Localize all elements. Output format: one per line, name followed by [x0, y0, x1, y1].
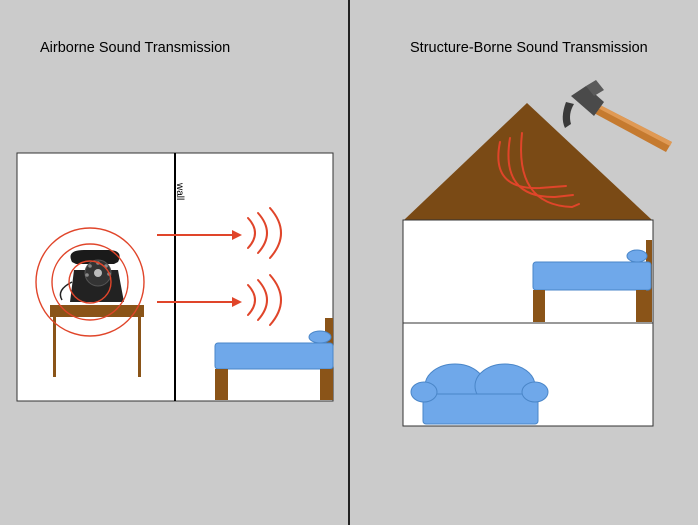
roof: [404, 103, 652, 220]
sofa-icon: [410, 363, 549, 425]
airborne-scene: wall: [16, 152, 334, 402]
sound-waves: [247, 207, 282, 326]
sound-source-rings: [35, 227, 145, 337]
sound-arrows: [157, 230, 242, 307]
vibration-arcs: [497, 132, 580, 209]
structure-borne-scene: [402, 80, 672, 427]
wall-label: wall: [174, 182, 185, 200]
structure-borne-title: Structure-Borne Sound Transmission: [410, 40, 648, 56]
table-icon: [50, 305, 144, 377]
bed-icon: [532, 240, 652, 322]
hammer-icon: [562, 80, 672, 152]
airborne-title: Airborne Sound Transmission: [40, 40, 231, 56]
bed-icon: [214, 318, 334, 400]
